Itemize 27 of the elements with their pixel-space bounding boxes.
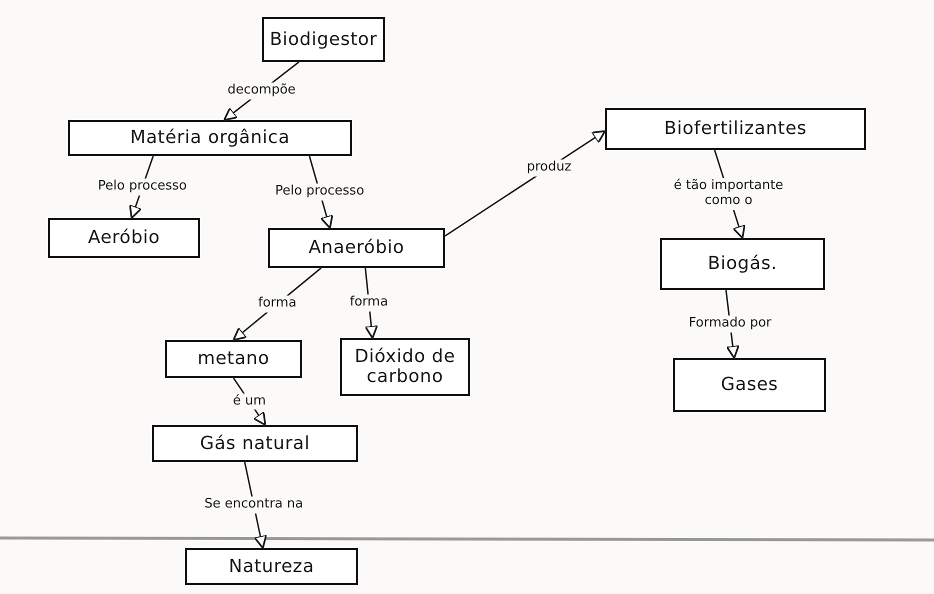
edge-label: decompõe: [225, 82, 298, 100]
concept-box: [262, 17, 385, 62]
concept-box: [165, 340, 302, 378]
concept-box: [48, 218, 200, 258]
concept-text: Gás natural: [200, 434, 310, 454]
concept-text: Aeróbio: [88, 228, 160, 248]
concept-box: [152, 425, 358, 462]
edge-label: Pelo processo: [273, 184, 366, 200]
concept-box: [185, 548, 358, 585]
concept-text: Anaeróbio: [308, 238, 404, 258]
edge-label: produz: [524, 159, 574, 176]
concept-text: Biogás.: [708, 254, 778, 274]
concept-box: [673, 358, 826, 412]
concept-text: metano: [197, 349, 270, 369]
concept-text: Biodigestor: [270, 30, 378, 50]
concept-text: Dióxido de carbono: [354, 347, 456, 387]
concept-text: Gases: [720, 375, 778, 395]
concept-box: [340, 338, 470, 396]
edge-label: é um: [230, 393, 268, 410]
concept-box: [68, 120, 352, 156]
concept-text: Matéria orgânica: [130, 128, 290, 148]
concept-text: Natureza: [228, 556, 314, 576]
edge-label: forma: [256, 296, 298, 312]
concept-box: [268, 228, 445, 268]
concept-text: Biofertilizantes: [664, 119, 807, 139]
concept-box: [605, 108, 866, 150]
concept-box: [660, 238, 825, 290]
